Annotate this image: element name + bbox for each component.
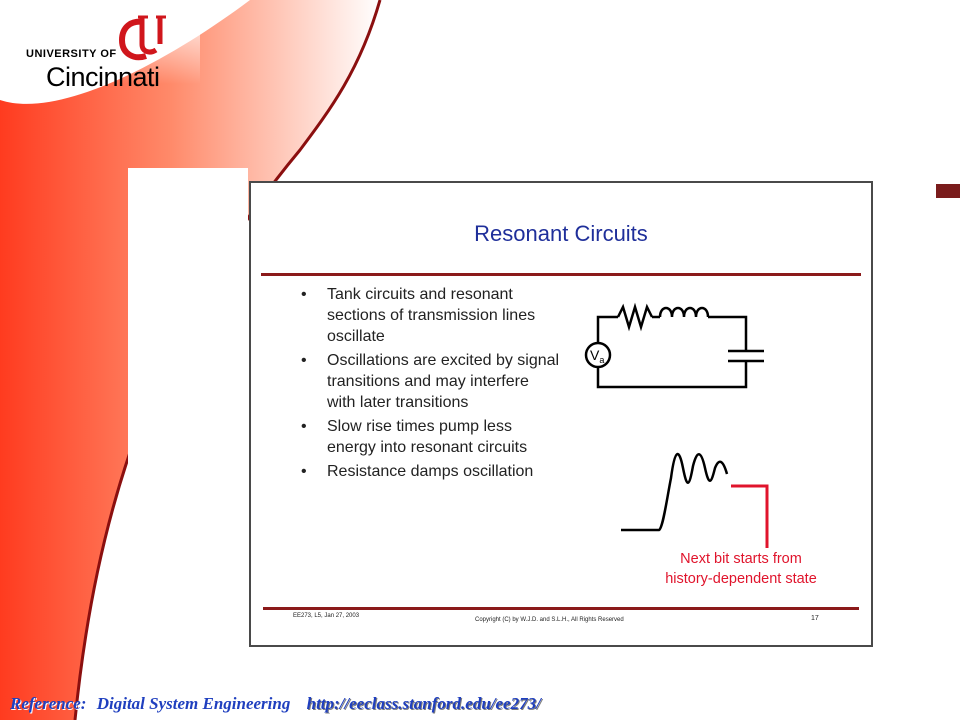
bullet-item: Resistance damps oscillation (301, 461, 561, 482)
annotation-note: Next bit starts from history-dependent s… (636, 549, 846, 589)
bullet-item: Tank circuits and resonant sections of t… (301, 284, 561, 347)
logo-small-text: UNIVERSITY OF (26, 48, 117, 60)
reference-label: Reference: (10, 694, 87, 713)
reference-title: Digital System Engineering (96, 694, 291, 713)
annotation-line-2: history-dependent state (665, 571, 817, 587)
reference-line: Reference: Digital System Engineering ht… (10, 694, 541, 714)
slide-title: Resonant Circuits (474, 221, 648, 246)
white-panel (128, 168, 248, 648)
footer-copyright: Copyright (C) by W.J.D. and S.L.H., All … (475, 617, 624, 623)
source-label: Va (590, 347, 604, 365)
footer-divider (263, 607, 859, 610)
annotation-line-1: Next bit starts from (680, 551, 802, 567)
logo-name: Cincinnati (46, 62, 160, 92)
rlc-circuit-diagram: Va (584, 302, 764, 389)
page-number: 17 (811, 615, 819, 622)
bullet-list: Tank circuits and resonant sections of t… (301, 284, 561, 485)
reference-url-link[interactable]: http://eeclass.stanford.edu/ee273/ (306, 694, 541, 713)
source-label-sub: a (599, 355, 604, 365)
corner-tab (936, 184, 960, 198)
title-divider (261, 273, 861, 276)
embedded-slide: Resonant Circuits Tank circuits and reso… (249, 181, 873, 647)
bullet-item: Oscillations are excited by signal trans… (301, 350, 561, 413)
university-logo: UNIVERSITY OF Cincinnati (26, 14, 186, 92)
uc-monogram-icon (118, 15, 166, 61)
ringing-waveform (621, 453, 769, 548)
bullet-item: Slow rise times pump less energy into re… (301, 416, 561, 458)
footer-course-date: EE273, L5, Jan 27, 2003 (293, 613, 360, 619)
source-label-main: V (590, 347, 600, 363)
